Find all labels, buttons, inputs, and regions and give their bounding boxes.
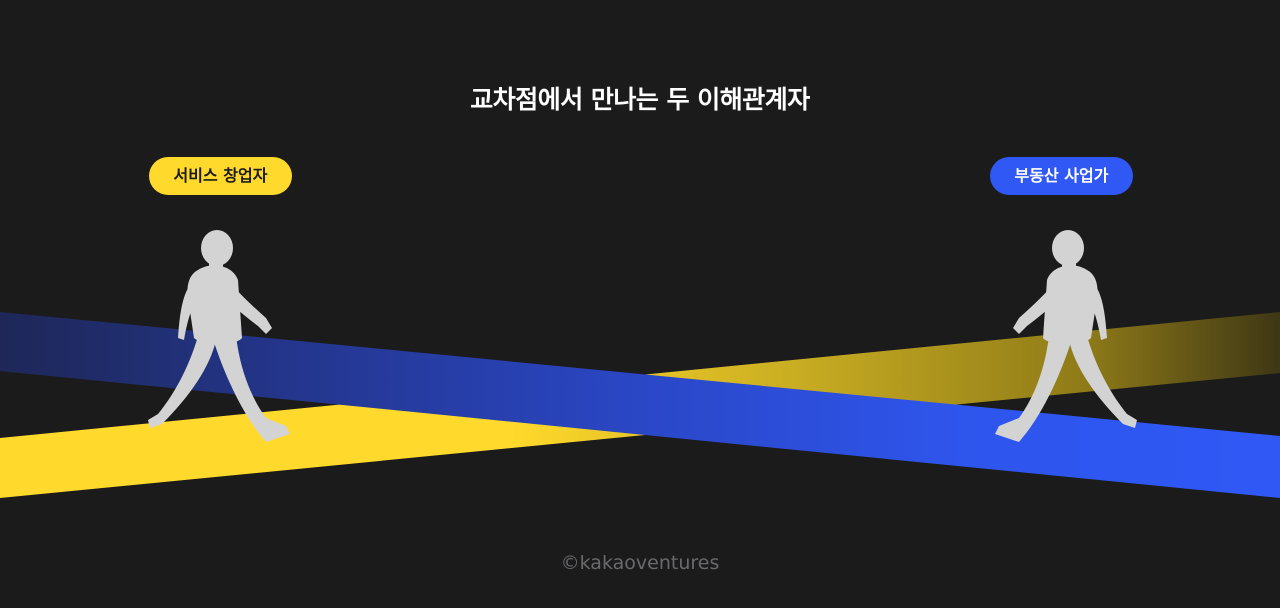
real-estate-developer-badge: 부동산 사업가 xyxy=(990,157,1133,195)
walking-person-icon xyxy=(995,230,1137,442)
real-estate-developer-label: 부동산 사업가 xyxy=(1014,166,1109,185)
copyright-footer: ©kakaoventures xyxy=(560,552,720,574)
startup-founder-label: 서비스 창업자 xyxy=(173,166,268,185)
blue-path-band xyxy=(0,312,1280,498)
walking-person-icon xyxy=(148,230,290,442)
startup-founder-badge: 서비스 창업자 xyxy=(149,157,292,195)
page-title: 교차점에서 만나는 두 이해관계자 xyxy=(470,85,810,114)
